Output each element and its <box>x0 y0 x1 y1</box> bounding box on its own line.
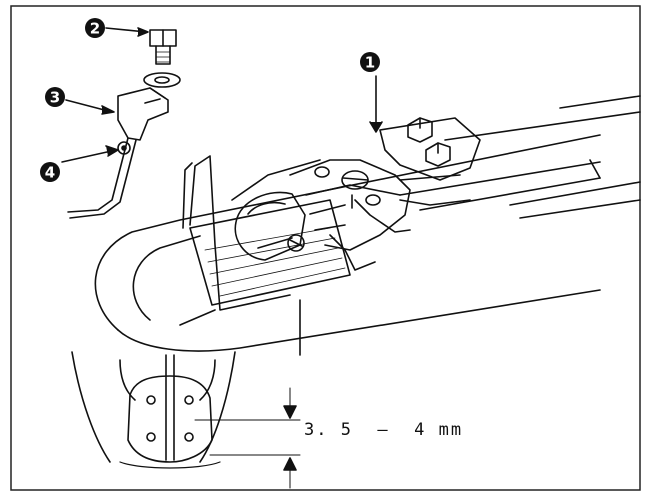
hex-nut <box>407 117 433 143</box>
figure-border <box>10 5 641 491</box>
throat-plate <box>189 199 351 306</box>
hex-nut <box>425 142 451 167</box>
bolt <box>149 29 177 65</box>
needle-plate-inset <box>71 351 236 469</box>
feed-bar <box>379 117 601 211</box>
bracket <box>67 87 169 219</box>
machine-bed <box>94 95 641 356</box>
callout-3-label: 3 <box>50 89 60 107</box>
dimension-label: 3. 5 – 4 mm <box>304 420 464 440</box>
callout-4: 4 <box>40 162 60 182</box>
callout-4-label: 4 <box>45 164 55 182</box>
thread-guide-wire <box>179 155 291 326</box>
callout-1-label: 1 <box>365 54 375 72</box>
hook-assembly <box>231 159 471 271</box>
dimension-marker <box>194 387 301 489</box>
washer <box>143 72 181 88</box>
callout-2: 2 <box>85 18 105 38</box>
leader-lines <box>61 27 383 163</box>
callout-3: 3 <box>45 87 65 107</box>
set-screw <box>117 141 131 155</box>
callout-1: 1 <box>360 52 380 72</box>
callout-2-label: 2 <box>90 20 100 38</box>
